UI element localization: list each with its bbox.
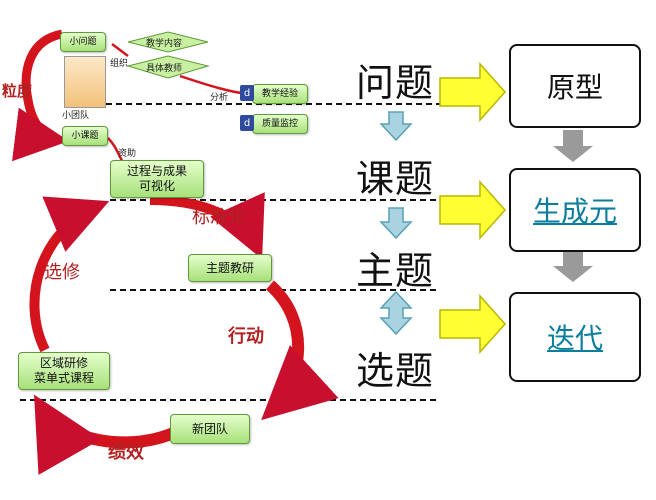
teaching-content-diamond bbox=[127, 31, 209, 53]
teaching-experience-box: 教学经验 bbox=[252, 84, 308, 104]
stage-theme: 主题 bbox=[356, 249, 435, 293]
stage-topic: 课题 bbox=[356, 157, 435, 201]
selection-label: 选修 bbox=[44, 262, 80, 283]
prototype-box: 原型 bbox=[509, 44, 641, 128]
blue-down-arrow-2 bbox=[379, 207, 413, 240]
generative-unit-link[interactable]: 生成元 bbox=[532, 195, 617, 228]
yellow-arrow-3 bbox=[439, 294, 507, 354]
quality-monitoring-box: 质量监控 bbox=[252, 114, 308, 134]
standardization-arc bbox=[149, 192, 265, 260]
assist-label: 资助 bbox=[118, 149, 137, 159]
process-results-line1: 过程与成果 bbox=[126, 164, 187, 178]
regional-research-box: 区域研修 菜单式课程 bbox=[18, 352, 110, 390]
new-team-box: 新团队 bbox=[170, 414, 250, 444]
team-photo bbox=[64, 56, 106, 108]
regional-research-line1: 区域研修 bbox=[39, 356, 88, 370]
grey-down-arrow-1 bbox=[553, 130, 593, 162]
blue-down-arrow-1 bbox=[379, 111, 413, 142]
stage-problem: 问题 bbox=[356, 61, 435, 105]
iteration-box[interactable]: 迭代 bbox=[509, 292, 641, 382]
teaching-content-label: 教学内容 bbox=[146, 39, 183, 49]
prototype-label: 原型 bbox=[546, 71, 603, 104]
specific-teacher-diamond bbox=[126, 55, 210, 79]
regional-research-line2: 菜单式课程 bbox=[33, 371, 94, 385]
theme-research-box: 主题教研 bbox=[188, 254, 272, 282]
quality-monitoring-label: 质量监控 bbox=[261, 118, 298, 129]
action-arc bbox=[261, 280, 339, 421]
iteration-link[interactable]: 迭代 bbox=[546, 322, 603, 355]
teaching-experience-badge: d bbox=[240, 85, 254, 101]
performance-label: 绩效 bbox=[108, 442, 144, 463]
small-problem-box: 小问题 bbox=[60, 32, 106, 52]
specific-teacher-label: 具体教师 bbox=[146, 64, 183, 74]
small-team-label: 小团队 bbox=[62, 111, 90, 121]
yellow-arrow-1 bbox=[439, 62, 507, 122]
connector-organize bbox=[111, 43, 129, 57]
stage-selection: 选题 bbox=[356, 349, 435, 393]
teaching-experience-label: 教学经验 bbox=[261, 88, 298, 99]
small-topic-box: 小课题 bbox=[62, 126, 108, 146]
standardization-label: 标准化 bbox=[192, 207, 246, 228]
selection-arc bbox=[29, 196, 110, 353]
organize-label: 组织 bbox=[110, 59, 129, 69]
action-label: 行动 bbox=[228, 326, 264, 347]
grey-down-arrow-2 bbox=[553, 252, 593, 282]
granularity-label: 粒度 bbox=[2, 82, 33, 100]
blue-double-arrow bbox=[379, 290, 413, 336]
process-results-line2: 可视化 bbox=[138, 179, 175, 193]
quality-monitoring-badge: d bbox=[240, 115, 254, 131]
process-results-box: 过程与成果 可视化 bbox=[110, 160, 204, 198]
generative-unit-box[interactable]: 生成元 bbox=[509, 168, 641, 252]
analyze-label: 分析 bbox=[210, 93, 229, 103]
performance-arc bbox=[34, 394, 183, 475]
granularity-arc bbox=[11, 29, 69, 162]
yellow-arrow-2 bbox=[439, 180, 507, 240]
